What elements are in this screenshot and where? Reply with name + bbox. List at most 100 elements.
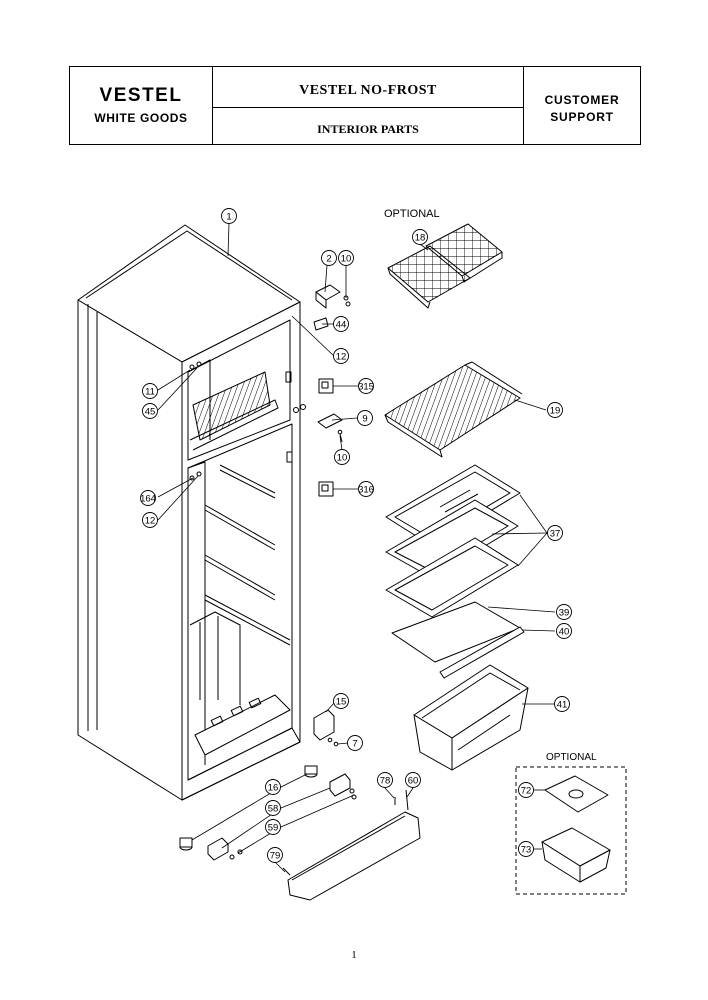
callout-c12a: 12 (333, 348, 349, 364)
callout-c37: 37 (547, 525, 563, 541)
callout-c58: 58 (265, 800, 281, 816)
callout-number: 16 (268, 783, 279, 794)
callout-number: 45 (145, 407, 156, 418)
callout-number: 7 (352, 739, 357, 750)
callout-circle (221, 208, 237, 224)
crisper-drawer (413, 664, 529, 771)
title-divider (213, 107, 523, 108)
callout-circle (547, 525, 563, 541)
callout-c16: 16 (265, 779, 281, 795)
support-label: CUSTOMER SUPPORT (524, 92, 640, 126)
callout-circle (142, 403, 158, 419)
callout-c15: 15 (333, 693, 349, 709)
egg-tray-cover-72 (544, 775, 609, 813)
callout-number: 12 (145, 516, 156, 527)
callout-circle (265, 800, 281, 816)
callout-circle (554, 696, 570, 712)
callout-c78: 78 (377, 772, 393, 788)
hinge-parts-58 (207, 773, 357, 861)
support-line-2: SUPPORT (550, 110, 614, 124)
callout-circle (377, 772, 393, 788)
callout-number: 72 (521, 786, 532, 797)
callout-circle (347, 735, 363, 751)
callout-number: 315 (358, 382, 374, 393)
callout-c10b: 10 (334, 449, 350, 465)
callout-circle (556, 623, 572, 639)
callout-c7: 7 (347, 735, 363, 751)
title-cell: VESTEL NO-FROST INTERIOR PARTS (213, 67, 524, 144)
callout-number: 1 (226, 212, 231, 223)
freezer-wire-shelf (384, 361, 523, 458)
callout-number: 2 (326, 254, 331, 265)
switch-part-316 (318, 481, 334, 497)
callout-c19: 19 (547, 402, 563, 418)
callout-circle (412, 229, 428, 245)
callout-number: 9 (362, 414, 367, 425)
callout-circle (518, 841, 534, 857)
callout-number: 10 (341, 254, 352, 265)
callout-number: 10 (337, 453, 348, 464)
damper-part-9 (317, 413, 343, 443)
page-number: 1 (351, 949, 357, 961)
callout-c12b: 12 (142, 512, 158, 528)
callout-number: 19 (550, 406, 561, 417)
callout-number: 164 (140, 494, 156, 505)
refrigerator-cabinet (77, 224, 306, 801)
callout-circle (358, 481, 374, 497)
callout-c18: 18 (412, 229, 428, 245)
ice-trays (387, 223, 503, 309)
callout-c72: 72 (518, 782, 534, 798)
callout-number: 40 (559, 627, 570, 638)
callout-circle (265, 779, 281, 795)
callout-c79: 79 (267, 847, 283, 863)
document-title: VESTEL NO-FROST (299, 83, 437, 98)
callout-number: 73 (521, 845, 532, 856)
callout-number: 18 (415, 233, 426, 244)
callout-number: 44 (336, 320, 347, 331)
callout-number: 316 (358, 485, 374, 496)
optional-label-top: OPTIONAL (384, 208, 440, 220)
callout-circle (265, 819, 281, 835)
callout-c41: 41 (554, 696, 570, 712)
callout-c316: 316 (358, 481, 374, 497)
hinge-part-15 (313, 709, 339, 747)
callout-number: 59 (268, 823, 279, 834)
callout-circle (357, 410, 373, 426)
callout-circle (556, 604, 572, 620)
thermostat-bracket (315, 284, 351, 309)
callout-number: 39 (559, 608, 570, 619)
callout-circle (338, 250, 354, 266)
callout-circle (333, 693, 349, 709)
callout-c9: 9 (357, 410, 373, 426)
support-cell: CUSTOMER SUPPORT (524, 67, 640, 144)
callout-circle (140, 490, 156, 506)
callout-c59: 59 (265, 819, 281, 835)
callout-number: 11 (145, 387, 155, 398)
callout-circle (405, 772, 421, 788)
callout-c2: 2 (321, 250, 337, 266)
brand-name: VESTEL (99, 85, 183, 106)
callout-circle (334, 449, 350, 465)
brand-subtitle: WHITE GOODS (94, 111, 188, 125)
leader-lines (157, 222, 556, 873)
callout-number: 37 (550, 529, 561, 540)
callout-c39: 39 (556, 604, 572, 620)
callout-c60: 60 (405, 772, 421, 788)
callout-circle (142, 383, 158, 399)
callout-circle (333, 316, 349, 332)
lamp-part (313, 317, 329, 331)
callout-c73: 73 (518, 841, 534, 857)
callout-circle (267, 847, 283, 863)
callout-circle (518, 782, 534, 798)
callout-c45: 45 (142, 403, 158, 419)
door-shelf-60 (282, 789, 421, 901)
title-block: VESTEL WHITE GOODS VESTEL NO-FROST INTER… (69, 66, 641, 145)
door-feet-16 (179, 765, 318, 851)
callout-number: 15 (336, 697, 347, 708)
callout-c40: 40 (556, 623, 572, 639)
callout-c10a: 10 (338, 250, 354, 266)
switch-part-315 (318, 378, 334, 394)
glass-shelves (385, 464, 525, 679)
